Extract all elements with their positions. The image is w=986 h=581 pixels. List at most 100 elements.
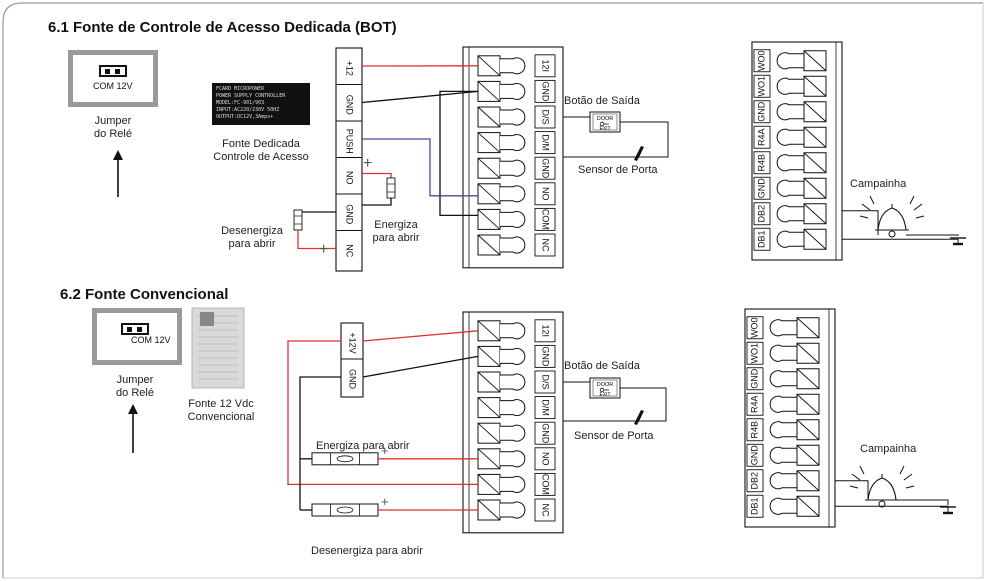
main-terminal-block-2-label-d-s: D/S bbox=[541, 374, 551, 389]
jumper-connector-icon bbox=[99, 65, 127, 77]
aux-terminal-block-2-socket bbox=[769, 370, 797, 388]
psu-terminal-push: PUSH bbox=[345, 129, 355, 154]
main-terminal-block-1-label-com: COM bbox=[541, 209, 551, 230]
page-border-corner bbox=[2, 2, 23, 23]
main-terminal-block-2-label-cell bbox=[534, 396, 556, 420]
psu-terminal-no: NO bbox=[345, 171, 355, 185]
main-terminal-block-1-label-d-s: D/S bbox=[541, 109, 551, 124]
aux-terminal-block-1-label-wo0: WO0 bbox=[756, 50, 766, 71]
main-terminal-block-1-socket bbox=[500, 57, 526, 75]
main-terminal-block-2-label-cell bbox=[534, 370, 556, 394]
main-terminal-block-1-label-gnd: GND bbox=[541, 158, 551, 179]
main-terminal-block-2-screw-slot bbox=[477, 448, 501, 470]
wire-push-no-1 bbox=[362, 138, 478, 197]
aux-terminal-block-2-socket bbox=[769, 344, 797, 362]
main-terminal-block-1-socket bbox=[500, 82, 526, 100]
aux-terminal-block-1-label-gnd: GND bbox=[756, 101, 766, 122]
main-terminal-block-2-screw-slot bbox=[477, 397, 501, 418]
main-terminal-block-1-socket bbox=[500, 108, 526, 126]
main-terminal-block-1-socket bbox=[500, 134, 526, 152]
label-energiza-1: Energiza para abrir bbox=[372, 219, 420, 244]
door-exit-button-1-text-exit: EXIT bbox=[599, 126, 610, 132]
door-exit-button-2-key-icon bbox=[599, 387, 605, 393]
wire-12v-2 bbox=[362, 330, 479, 342]
psu-terminal-connector bbox=[200, 312, 214, 326]
aux-terminal-block-2-label-gnd: GND bbox=[749, 445, 759, 466]
wire-exit-return-1 bbox=[563, 121, 669, 158]
door-sensor-label-1: Sensor de Porta bbox=[578, 164, 658, 176]
main-terminal-block-2-socket bbox=[500, 424, 526, 442]
lock-energiza-2 bbox=[311, 452, 379, 466]
aux-terminal-block-1-label-gnd: GND bbox=[756, 178, 766, 199]
psu-terminal-nc: NC bbox=[345, 244, 355, 257]
aux-terminal-block-1-label-cell bbox=[753, 100, 771, 124]
wire-no-lock-1 bbox=[362, 172, 392, 178]
dedicated-psu-image: FCARD MICROPOWER POWER SUPPLY CONTROLLER… bbox=[212, 83, 310, 125]
main-terminal-block-2-screw-slot bbox=[477, 346, 501, 367]
aux-terminal-block-1-screw-slot bbox=[803, 101, 827, 123]
aux-terminal-block-1-label-cell bbox=[753, 125, 771, 149]
door-exit-button-1-inner bbox=[592, 113, 618, 131]
aux-terminal-block-2-label-cell bbox=[746, 316, 764, 340]
wire-exit-return-2 bbox=[563, 387, 667, 422]
aux-terminal-block-1-socket bbox=[776, 128, 804, 146]
main-terminal-block-1-socket bbox=[500, 236, 526, 254]
aux-terminal-block-2-label-db1: DB1 bbox=[749, 497, 759, 515]
main-terminal-block-2-label-nc: NC bbox=[541, 504, 551, 517]
label-energiza-2: Energiza para abrir bbox=[316, 440, 410, 452]
aux-terminal-block-1-label-db2: DB2 bbox=[756, 205, 766, 223]
conventional-psu-caption: Fonte 12 Vdc Convencional bbox=[187, 398, 255, 423]
relay-jumper-arrow-2-head bbox=[128, 404, 138, 414]
aux-terminal-block-1-label-cell bbox=[753, 227, 771, 251]
main-terminal-block-1-screw-slot bbox=[477, 55, 501, 77]
doorbell-2-sound-wave-0 bbox=[851, 473, 861, 481]
aux-terminal-block-1-label-cell bbox=[753, 49, 771, 73]
main-terminal-block-2-socket bbox=[500, 501, 526, 519]
conventional-psu-image bbox=[191, 307, 245, 389]
doorbell-2-sound-wave-1 bbox=[849, 485, 859, 489]
aux-terminal-block-2-label-cell bbox=[746, 341, 764, 365]
aux-terminal-block-1-screw-slot bbox=[803, 228, 827, 250]
aux-terminal-block-1-socket bbox=[776, 179, 804, 197]
main-terminal-block-1-screw-slot bbox=[477, 209, 501, 230]
wire-db1-2 bbox=[835, 505, 949, 513]
aux-terminal-block-1-screw-slot bbox=[803, 177, 827, 199]
wire-db2-2 bbox=[835, 480, 869, 500]
main-terminal-block-2-screw-slot bbox=[477, 371, 501, 393]
jumper-connector-icon-2 bbox=[121, 323, 149, 335]
main-terminal-block-2-label-no: NO bbox=[541, 452, 551, 466]
aux-terminal-block-2-socket bbox=[769, 472, 797, 490]
main-terminal-block-2-label-cell bbox=[534, 447, 556, 471]
aux-terminal-block-2-screw-slot bbox=[796, 495, 820, 517]
psu2-terminal-strip bbox=[340, 322, 364, 398]
door-sensor-icon-1-bottom bbox=[634, 152, 641, 161]
main-terminal-block-2-screw-slot bbox=[477, 474, 501, 495]
aux-terminal-block-2-housing bbox=[744, 308, 836, 528]
aux-terminal-block-1-screw-slot bbox=[803, 126, 827, 148]
label-desenergiza-1: Desenergiza para abrir bbox=[221, 225, 283, 250]
aux-terminal-block-1-label-wo1: WO1 bbox=[756, 76, 766, 97]
aux-terminal-block-2-screw-slot bbox=[796, 444, 820, 466]
main-terminal-block-1-label-cell bbox=[534, 105, 556, 129]
door-exit-button-2-text-exit: EXIT bbox=[599, 392, 610, 398]
aux-terminal-block-1-socket bbox=[776, 52, 804, 70]
door-exit-button-2-text-door: DOOR bbox=[597, 382, 614, 388]
doorbell-1-sound-wave-1 bbox=[859, 215, 869, 219]
aux-terminal-block-1-label-cell bbox=[753, 74, 771, 98]
doorbell-1-sound-wave-3 bbox=[915, 215, 925, 219]
main-terminal-block-1-label-cell bbox=[534, 182, 556, 206]
main-terminal-block-1-screw-slot bbox=[477, 234, 501, 256]
aux-terminal-block-1-screw-slot bbox=[803, 75, 827, 97]
bell-label-2: Campainha bbox=[860, 443, 917, 455]
psu2-terminal-plus12v: +12V bbox=[348, 332, 358, 353]
section-2-title: 6.2 Fonte Convencional bbox=[60, 286, 229, 303]
aux-terminal-block-2-screw-slot bbox=[796, 368, 820, 390]
wire-bell-bat-1 bbox=[906, 234, 959, 236]
aux-terminal-block-2-label-cell bbox=[746, 367, 764, 391]
main-terminal-block-2-label-cell bbox=[534, 472, 556, 496]
psu-terminal-strip bbox=[335, 47, 363, 272]
aux-terminal-block-1-screw-slot bbox=[803, 152, 827, 174]
main-terminal-block-1-label-cell bbox=[534, 156, 556, 180]
aux-terminal-block-1-label-r4b: R4B bbox=[756, 154, 766, 172]
